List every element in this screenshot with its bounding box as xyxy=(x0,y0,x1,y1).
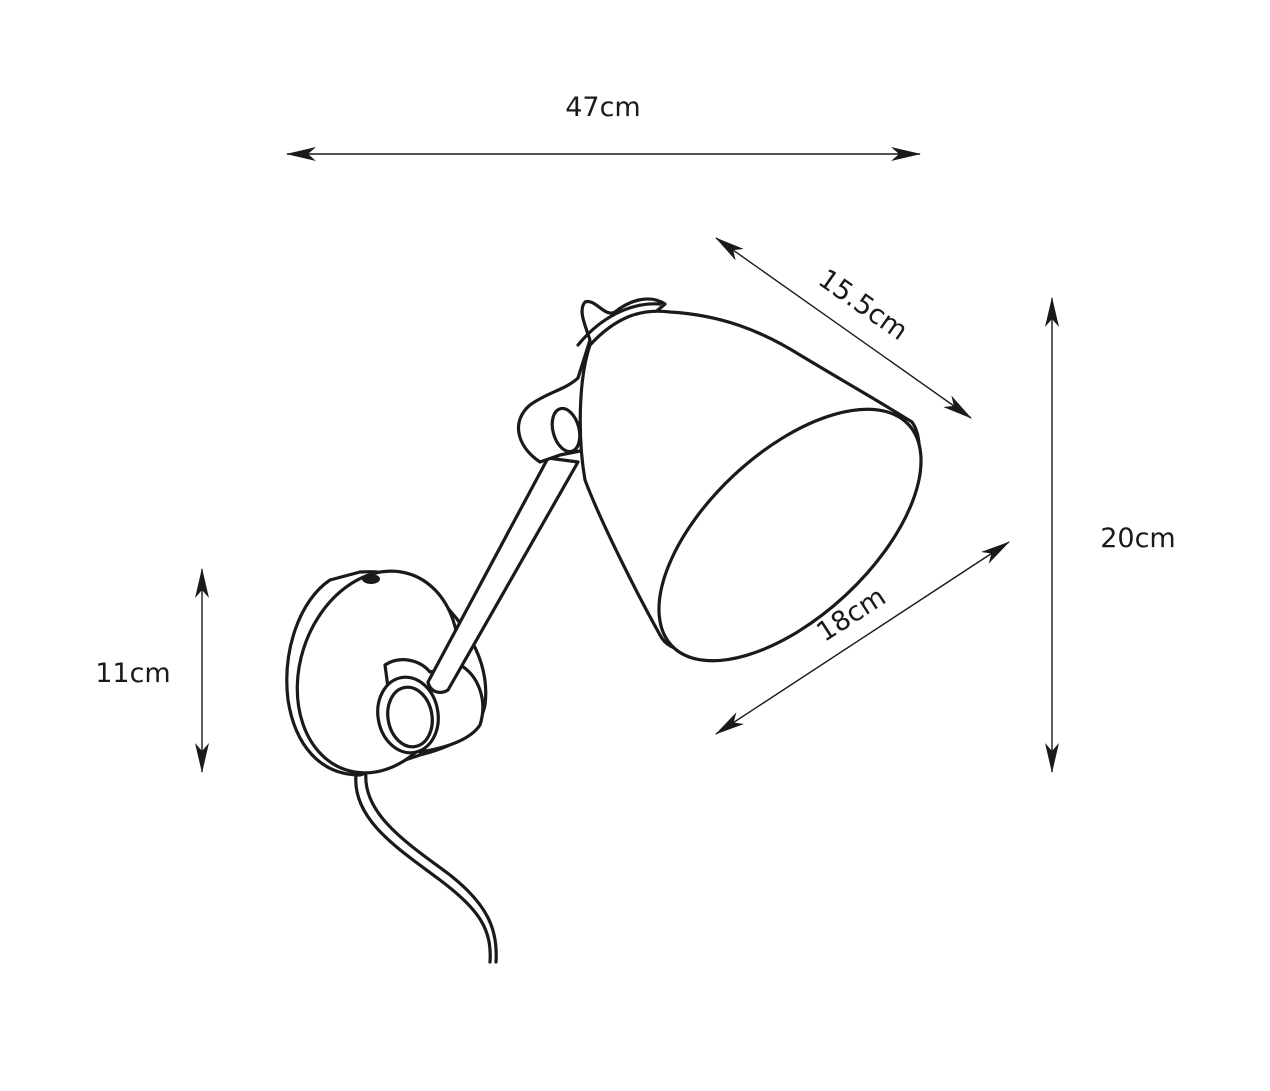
height-label: 20cm xyxy=(1100,523,1176,554)
shade-bracket xyxy=(516,297,667,464)
shade-diameter-dimension-line xyxy=(715,541,1010,735)
width-label: 47cm xyxy=(565,92,641,123)
wall-mount-base xyxy=(285,569,488,777)
shade-length-label: 15.5cm xyxy=(813,263,914,346)
shade-opening xyxy=(657,407,923,663)
base-screw-hole xyxy=(362,574,380,584)
lamp-shade xyxy=(576,302,923,663)
base-height-label: 11cm xyxy=(95,658,171,689)
shade-length-dimension-line xyxy=(715,237,972,419)
lamp-arm xyxy=(426,456,580,694)
power-cord xyxy=(354,770,498,964)
